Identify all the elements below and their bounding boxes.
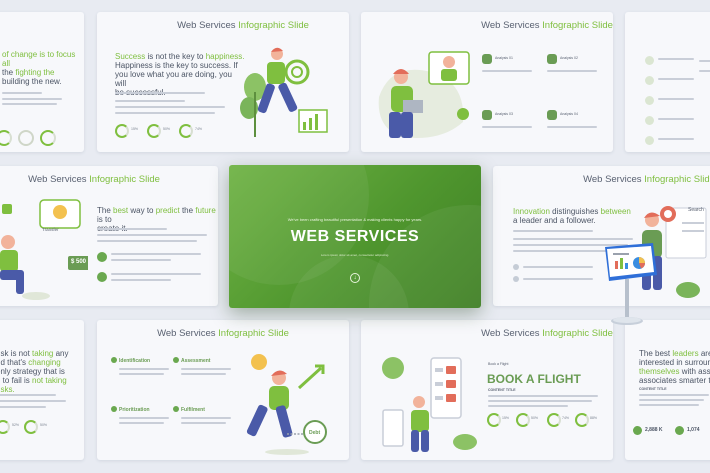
content-title: CONTENT TITLE: [639, 387, 667, 391]
analysis-icon: [547, 110, 557, 120]
progress-circle: [147, 124, 161, 138]
small-label: Book a Flight: [488, 362, 509, 366]
progress-circle: [24, 420, 38, 434]
title-slide-tagline: We've been crafting beautiful presentati…: [287, 217, 423, 222]
slide-headline: Success is not the key to happiness. Hap…: [115, 52, 245, 97]
bullet-icon: [173, 406, 179, 412]
money-transfer-illustration: [0, 199, 88, 300]
stat-value: 74%: [562, 416, 570, 420]
slide-title: Web Services Infographic Slide: [583, 174, 710, 185]
slide-thumbnail-top-right-center[interactable]: Web Services Infographic Slide Analysis …: [361, 12, 613, 152]
transfer-label: Transfer: [42, 227, 59, 232]
slide-title: Web Services Infographic Slide: [28, 174, 160, 185]
stat-value: 52%: [12, 423, 20, 427]
person-target-illustration: [240, 47, 328, 137]
bullet-icon: [111, 357, 117, 363]
featured-title-slide[interactable]: We've been crafting beautiful presentati…: [229, 165, 481, 308]
bullet-icon: [173, 357, 179, 363]
progress-circle: [0, 420, 10, 434]
content-title: CONTENT TITLE: [488, 388, 516, 392]
slide-thumbnail-top-right[interactable]: [625, 12, 710, 152]
slide-thumbnail-top-middle[interactable]: Web Services Infographic Slide Success i…: [97, 12, 349, 152]
slide-thumbnail-top-left[interactable]: of change is to focus all the fighting t…: [0, 12, 84, 152]
bullet-icon: [97, 252, 107, 262]
amount-label: $ 500: [71, 259, 87, 265]
search-label: Search: [688, 207, 704, 213]
progress-circle: [179, 124, 193, 138]
slide-title: Web Services Infographic Slide: [177, 20, 309, 31]
step-label: Identification: [119, 358, 151, 364]
stat-value: 88%: [590, 416, 598, 420]
analysis-icon: [482, 110, 492, 120]
stat-value: 2,888 K: [645, 427, 663, 433]
stat-value: 50%: [531, 416, 539, 420]
progress-circle: [575, 413, 589, 427]
progress-circle: [487, 413, 501, 427]
progress-circle: [115, 124, 129, 138]
analysis-icon: [482, 54, 492, 64]
stat-value: 15%: [131, 127, 139, 131]
progress-circle: [18, 130, 34, 146]
slide-title: Web Services Infographic Slide: [481, 328, 613, 339]
slide-thumbnail-middle-right[interactable]: Web Services Infographic Slide Innovatio…: [493, 166, 710, 306]
step-label: Prioritization: [119, 407, 150, 413]
arrow-down-icon[interactable]: ↓: [350, 273, 360, 283]
progress-circle: [547, 413, 561, 427]
stat-icon: [633, 426, 642, 435]
slide-thumbnail-middle-left[interactable]: Web Services Infographic Slide Transfer …: [0, 166, 218, 306]
progress-circle: [40, 130, 56, 146]
bullet-icon: [111, 406, 117, 412]
slide-headline: of change is to focus all the fighting t…: [2, 50, 76, 86]
stat-value: 1,074: [687, 427, 700, 433]
slide-headline: The best leaders are thos interested in …: [639, 349, 710, 385]
person-video-call-illustration: [378, 51, 470, 138]
progress-circle: [0, 130, 12, 146]
step-label: Assessment: [181, 358, 211, 364]
slide-title: Web Services Infographic Slide: [481, 20, 613, 31]
analysis-item-label: Analysis 03: [495, 112, 513, 116]
slide-headline: risk is not taking any rld that's changi…: [0, 349, 69, 394]
slide-title: Web Services Infographic Slide: [157, 328, 289, 339]
stat-icon: [675, 426, 684, 435]
progress-circle: [516, 413, 530, 427]
analysis-item-label: Analysis 01: [495, 56, 513, 60]
title-slide-heading: WEB SERVICES: [290, 228, 420, 245]
title-slide-description: Lorem ipsum dolor sit amet, consectetur …: [320, 253, 390, 257]
slide-thumbnail-bottom-right-center[interactable]: Web Services Infographic Slide Book a Fl…: [361, 320, 613, 460]
stat-value: 50%: [40, 423, 48, 427]
analysis-item-label: Analysis 04: [560, 112, 578, 116]
slide-thumbnail-bottom-right[interactable]: The best leaders are thos interested in …: [625, 320, 710, 460]
book-flight-headline: BOOK A FLIGHT: [487, 372, 581, 386]
stat-value: 15%: [502, 416, 510, 420]
step-label: Fulfilment: [181, 407, 205, 413]
stat-value: 74%: [195, 127, 203, 131]
debt-tag: Debt: [309, 430, 321, 436]
slide-thumbnail-bottom-middle[interactable]: Web Services Infographic Slide Identific…: [97, 320, 349, 460]
analysis-icon: [547, 54, 557, 64]
person-search-illustration: [642, 206, 707, 298]
analysis-item-label: Analysis 02: [560, 56, 578, 60]
keynote-app-icon: [605, 243, 657, 325]
slide-headline: Innovation distinguishes between a leade…: [513, 207, 631, 225]
person-debt-illustration: [246, 354, 327, 455]
person-luggage-illustration: [382, 357, 477, 452]
bullet-icon: [97, 272, 107, 282]
stat-value: 50%: [163, 127, 171, 131]
slide-thumbnail-bottom-left[interactable]: risk is not taking any rld that's changi…: [0, 320, 84, 460]
